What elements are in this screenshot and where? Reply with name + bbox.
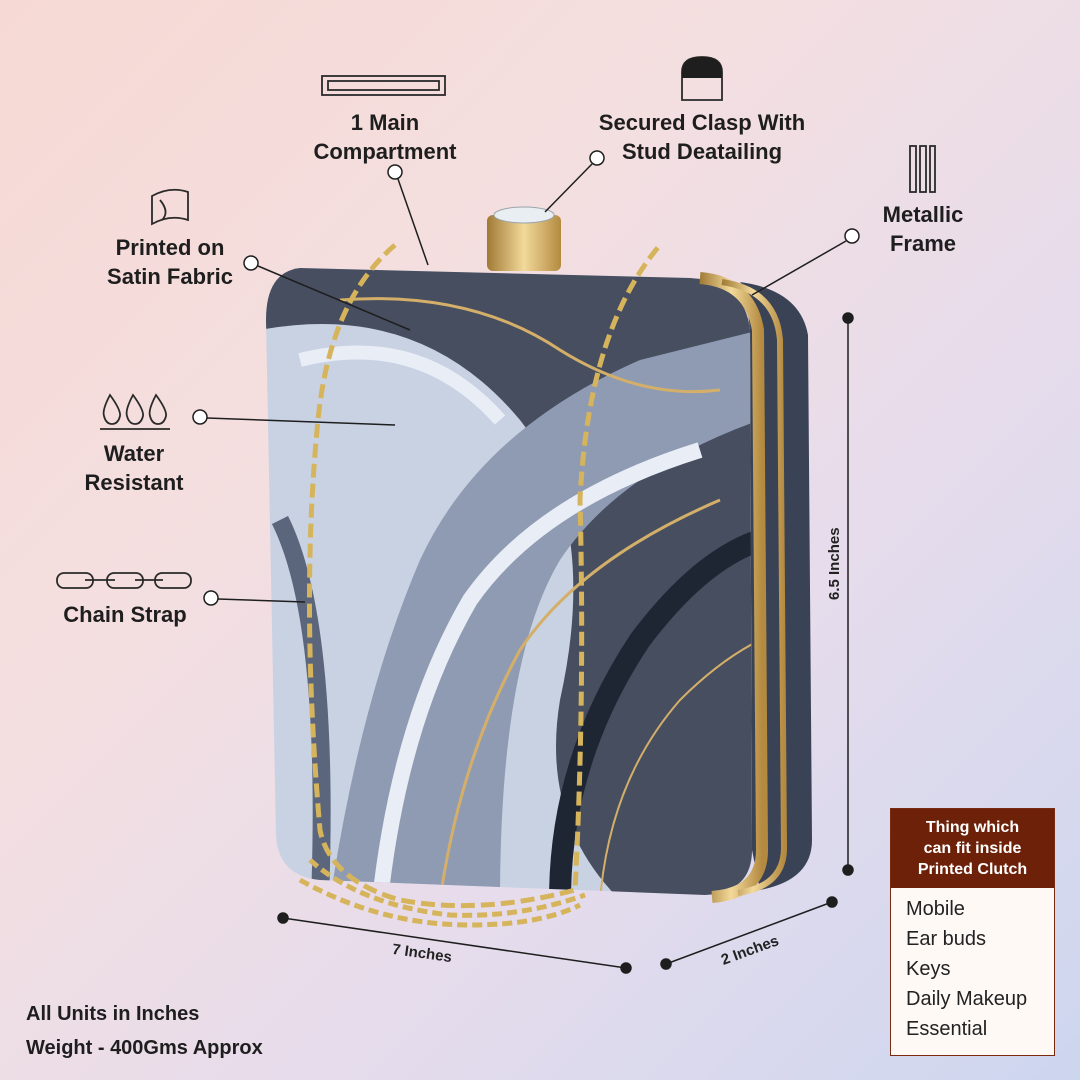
list-item: Daily Makeup bbox=[906, 988, 1028, 1010]
list-item: Ear buds bbox=[906, 928, 987, 950]
dim-height: 6.5 Inches bbox=[826, 527, 843, 600]
compartment-icon bbox=[321, 75, 446, 96]
label-water-resistant: Water Resistant bbox=[84, 441, 184, 495]
fit-inside-list: Mobile Ear buds Keys Daily Makeup Essent… bbox=[891, 888, 1054, 1044]
fit-inside-title: Thing which can fit inside Printed Clutc… bbox=[891, 809, 1054, 888]
metallic-frame bbox=[699, 272, 788, 903]
label-chain-strap: Chain Strap bbox=[63, 602, 187, 627]
fabric-icon bbox=[151, 188, 189, 226]
list-item: Mobile bbox=[906, 898, 965, 920]
frame-icon bbox=[909, 145, 936, 193]
list-item: Essential bbox=[906, 1018, 988, 1040]
list-item: Keys bbox=[906, 958, 951, 980]
fit-inside-box: Thing which can fit inside Printed Clutc… bbox=[890, 808, 1055, 1056]
label-metallic-frame: Metallic Frame bbox=[882, 202, 964, 256]
callout-lines bbox=[192, 150, 860, 606]
clasp-icon bbox=[681, 56, 723, 101]
clutch-body bbox=[266, 268, 752, 895]
chain-strap bbox=[298, 243, 662, 928]
clasp-stud bbox=[487, 206, 561, 271]
chain-icon bbox=[56, 572, 192, 589]
weight-note: Weight - 400Gms Approx bbox=[26, 1037, 263, 1059]
units-note: All Units in Inches bbox=[26, 1003, 200, 1025]
dimension-lines bbox=[277, 312, 854, 974]
label-secured-clasp: Secured Clasp With Stud Deatailing bbox=[598, 110, 806, 164]
label-main-compartment: 1 Main Compartment bbox=[313, 110, 457, 164]
label-printed-satin: Printed on Satin Fabric bbox=[107, 235, 233, 289]
water-drops-icon bbox=[100, 393, 170, 430]
